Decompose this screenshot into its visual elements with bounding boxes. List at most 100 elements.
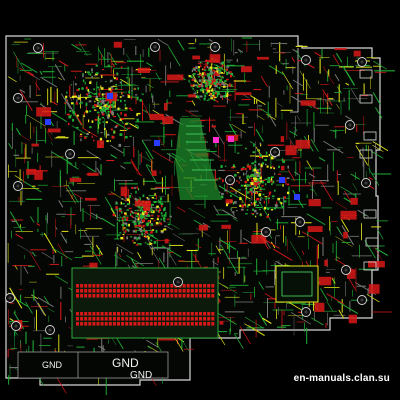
trace-segment bbox=[141, 100, 147, 109]
trace-segment bbox=[196, 227, 211, 237]
component-pad bbox=[80, 138, 82, 142]
component-pad bbox=[192, 69, 196, 71]
memory-pad bbox=[186, 294, 190, 298]
component-pad bbox=[231, 207, 233, 210]
trace-segment bbox=[260, 76, 268, 88]
component-pad bbox=[226, 92, 229, 95]
trace-segment bbox=[258, 200, 272, 222]
trace-segment bbox=[306, 213, 326, 226]
copper-pour bbox=[308, 199, 321, 207]
memory-pad bbox=[100, 284, 104, 288]
memory-pad bbox=[121, 322, 125, 326]
memory-pad bbox=[149, 284, 153, 288]
component-pad bbox=[156, 218, 160, 221]
component-pad bbox=[143, 235, 146, 238]
memory-pad bbox=[121, 284, 125, 288]
trace-segment bbox=[287, 169, 296, 182]
component-pad bbox=[94, 74, 96, 77]
memory-pad bbox=[88, 312, 92, 316]
memory-pad bbox=[162, 312, 166, 316]
component-pad bbox=[258, 180, 261, 182]
component-pad bbox=[136, 118, 139, 122]
component-pad bbox=[110, 128, 113, 131]
trace-segment bbox=[39, 103, 47, 109]
component-pad bbox=[230, 194, 232, 197]
component-pad bbox=[252, 208, 255, 211]
component-pad bbox=[224, 165, 227, 167]
component-pad bbox=[246, 209, 249, 211]
component-pad bbox=[122, 95, 125, 97]
memory-pad bbox=[92, 289, 96, 293]
component-pad bbox=[252, 182, 255, 185]
memory-pad bbox=[145, 289, 149, 293]
component-pad bbox=[69, 110, 72, 112]
component-pad bbox=[66, 91, 68, 94]
trace-segment bbox=[50, 141, 53, 146]
trace-segment bbox=[289, 130, 298, 136]
component-pad bbox=[269, 179, 272, 181]
component-pad bbox=[84, 112, 85, 116]
component-pad bbox=[211, 63, 213, 65]
component-pad bbox=[91, 75, 93, 79]
trace-segment bbox=[217, 313, 237, 325]
component-pad bbox=[248, 191, 252, 193]
component-pad bbox=[87, 94, 89, 97]
component-pad bbox=[121, 198, 124, 200]
component-pad bbox=[262, 193, 265, 196]
component-pad bbox=[284, 196, 286, 199]
memory-pad bbox=[149, 322, 153, 326]
component-pad bbox=[72, 118, 75, 122]
component-pad bbox=[163, 228, 167, 231]
component-pad bbox=[152, 234, 154, 237]
component-pad bbox=[139, 197, 141, 201]
memory-pad bbox=[190, 284, 194, 288]
component-pad bbox=[246, 175, 249, 178]
trace-segment bbox=[155, 341, 162, 352]
component-pad bbox=[100, 102, 102, 106]
copper-pour bbox=[307, 226, 323, 232]
gnd-label-large: GND bbox=[112, 356, 139, 370]
component-pad bbox=[231, 166, 235, 169]
memory-pad bbox=[129, 317, 133, 321]
component-pad bbox=[209, 84, 212, 88]
copper-pour bbox=[113, 41, 122, 48]
memory-pad bbox=[133, 289, 137, 293]
component-pad bbox=[139, 221, 142, 224]
trace-segment bbox=[89, 245, 102, 265]
component-pad bbox=[141, 232, 144, 236]
trace-segment bbox=[130, 160, 138, 172]
component-pad bbox=[286, 183, 290, 186]
trace-segment bbox=[301, 250, 305, 255]
trace-segment bbox=[9, 287, 23, 309]
mounting-hole-center bbox=[213, 45, 217, 49]
trace-segment bbox=[334, 73, 340, 82]
component-pad bbox=[150, 231, 153, 234]
trace-segment bbox=[374, 247, 383, 261]
copper-pour bbox=[36, 107, 52, 117]
component-pad bbox=[84, 81, 86, 85]
component-pad bbox=[193, 92, 196, 95]
component-pad bbox=[203, 89, 206, 91]
memory-pad bbox=[194, 289, 198, 293]
memory-pad bbox=[199, 284, 202, 288]
edge-connector bbox=[359, 94, 373, 104]
component-pad bbox=[198, 63, 201, 65]
component-pad bbox=[274, 204, 278, 207]
memory-pad bbox=[76, 317, 79, 321]
component-pad bbox=[145, 231, 148, 234]
component-pad bbox=[135, 230, 137, 233]
mounting-hole-center bbox=[176, 280, 180, 284]
memory-pad bbox=[174, 294, 178, 298]
component-pad bbox=[253, 176, 257, 178]
component-pad bbox=[140, 206, 142, 209]
trace-segment bbox=[30, 216, 35, 223]
memory-pad bbox=[199, 317, 202, 321]
component-pad bbox=[259, 198, 262, 201]
memory-pad bbox=[207, 312, 211, 316]
component-pad bbox=[256, 169, 259, 172]
component-pad bbox=[119, 119, 122, 121]
component-pad bbox=[205, 84, 208, 88]
memory-pad bbox=[108, 322, 112, 326]
component-pad bbox=[128, 107, 132, 110]
trace-segment bbox=[335, 236, 353, 247]
